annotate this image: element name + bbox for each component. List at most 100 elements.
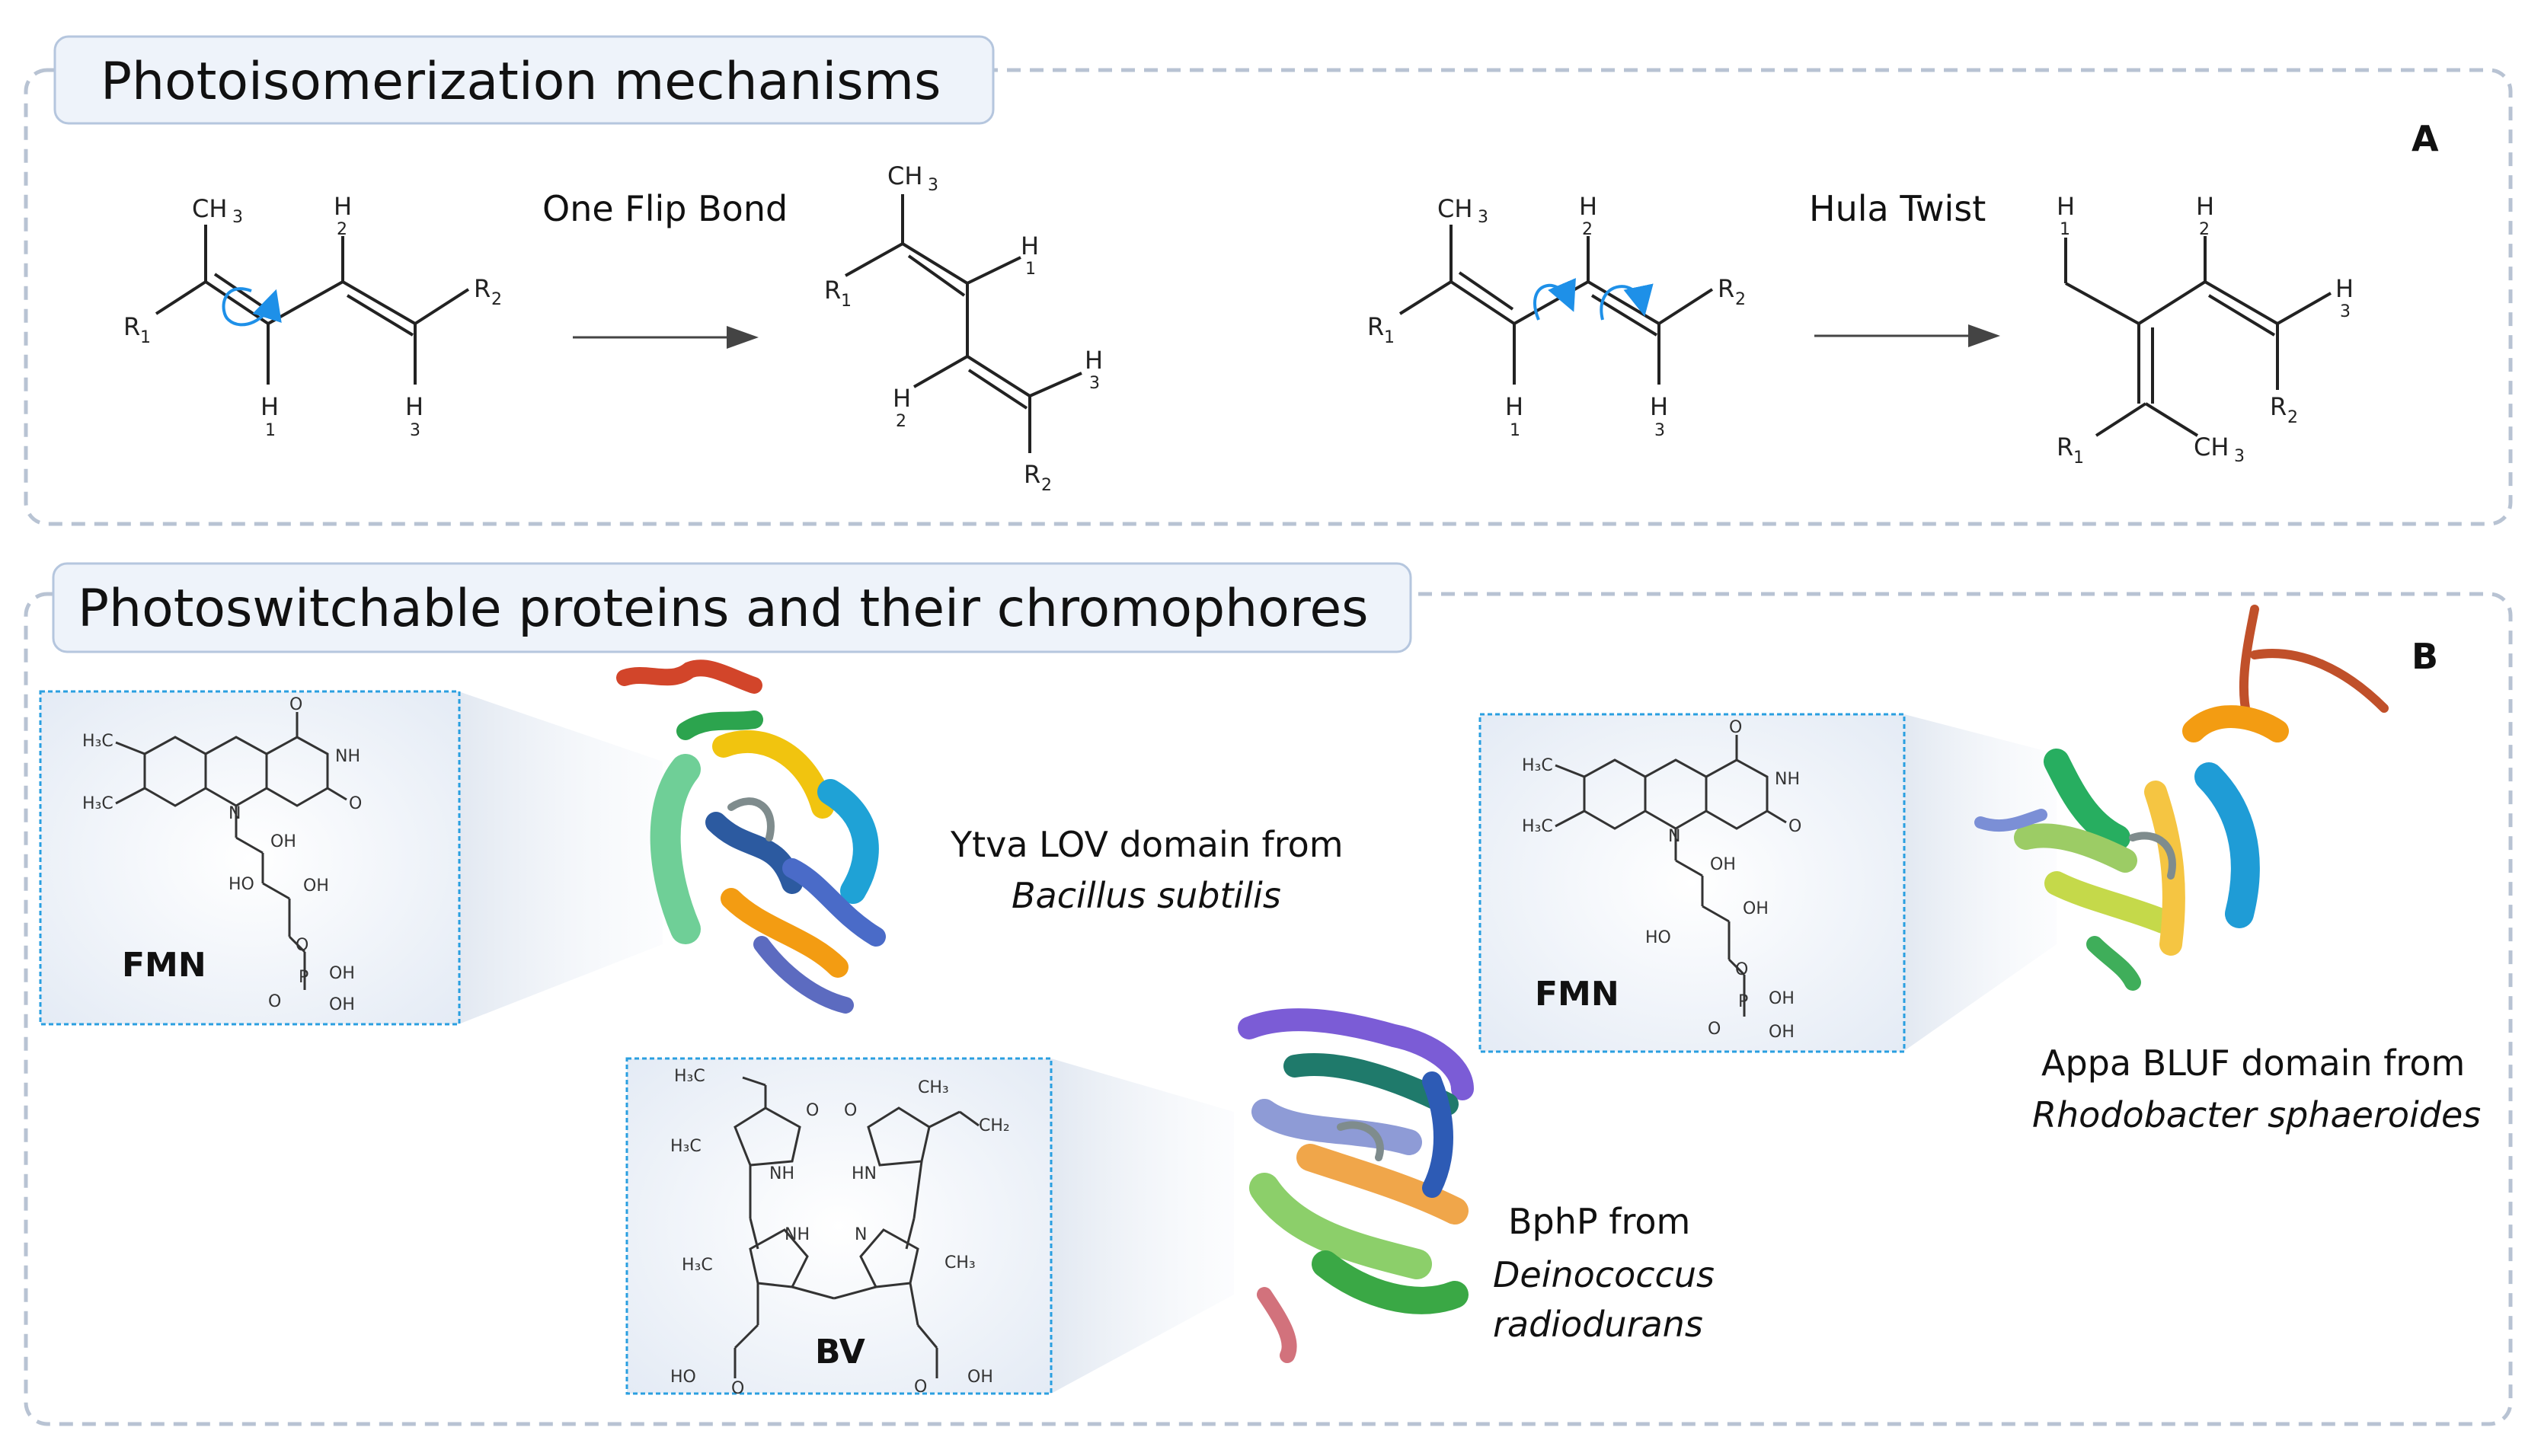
caption-appa: Appa BLUF domain from Rhodobacter sphaer… [2032,1043,2481,1135]
svg-text:NH: NH [335,747,360,766]
mechanism-label-hula-twist: Hula Twist [1809,188,1986,229]
svg-text:Bacillus subtilis: Bacillus subtilis [1012,875,1281,916]
svg-text:H₃C: H₃C [82,732,113,751]
svg-text:H₃C: H₃C [1522,817,1553,836]
svg-text:N: N [229,804,241,823]
svg-text:H: H [405,392,423,421]
svg-text:2: 2 [337,220,347,239]
svg-text:HN: HN [852,1164,877,1183]
projection-cone-bphp [1051,1058,1234,1394]
svg-text:NH: NH [785,1225,810,1244]
svg-text:1: 1 [2060,220,2070,239]
svg-text:O: O [268,992,281,1011]
molecule-onefb-product-labels: CH 3 R 1 H 1 H 2 H 3 R 2 [824,161,1103,495]
svg-text:3: 3 [410,421,420,440]
svg-text:1: 1 [1384,328,1395,347]
svg-text:H: H [1021,231,1039,260]
svg-text:2: 2 [1582,220,1593,239]
svg-text:2: 2 [491,290,502,309]
svg-text:H: H [1085,346,1103,375]
svg-text:O: O [1729,718,1742,737]
svg-text:3: 3 [1654,421,1665,440]
svg-text:1: 1 [1025,260,1036,279]
molecule-hula-product [2064,236,2332,437]
svg-text:BphP from: BphP from [1508,1201,1690,1242]
rotation-arrow-right-icon [1600,283,1654,321]
svg-text:H: H [2335,274,2354,303]
svg-text:O: O [289,695,302,714]
panel-b-title: Photoswitchable proteins and their chrom… [78,579,1369,639]
svg-text:R: R [474,274,491,303]
chromophore-box-fmn-2: H₃C H₃C O NH O N OH HO OH O P OH O OH FM… [1478,713,1906,1053]
panel-b-title-box [52,562,1412,653]
svg-text:2: 2 [896,412,906,431]
projection-cone-ytva [459,691,663,1024]
caption-bphp: BphP from Deinococcus radiodurans [1493,1201,1715,1345]
svg-text:OH: OH [329,964,355,983]
mechanism-label-one-flip: One Flip Bond [542,188,788,229]
svg-text:3: 3 [232,208,243,227]
svg-text:CH₂: CH₂ [979,1116,1010,1135]
svg-text:3: 3 [1478,208,1488,227]
svg-text:H: H [893,384,911,413]
svg-text:OH: OH [270,832,296,851]
svg-text:O: O [296,936,308,955]
svg-text:3: 3 [928,176,938,195]
svg-text:O: O [731,1379,744,1398]
svg-text:H: H [1505,392,1523,421]
svg-text:2: 2 [2199,220,2210,239]
svg-text:Deinococcus: Deinococcus [1493,1254,1715,1295]
svg-text:1: 1 [265,421,276,440]
svg-text:O: O [844,1101,857,1120]
svg-text:2: 2 [1735,290,1746,309]
molecule-hula-reactant [1398,225,1714,385]
chromophore-name-bv: BV [815,1333,865,1371]
svg-text:O: O [1735,960,1748,979]
svg-text:HO: HO [229,875,254,894]
svg-text:N: N [1668,827,1680,846]
svg-text:CH: CH [192,194,227,223]
svg-text:OH: OH [1710,855,1736,874]
svg-text:R: R [2057,433,2073,461]
svg-text:2: 2 [1041,476,1052,495]
svg-text:radiodurans: radiodurans [1493,1304,1703,1345]
svg-text:OH: OH [1769,1023,1795,1042]
svg-text:R: R [1024,460,1040,489]
svg-text:R: R [2270,392,2287,421]
svg-text:OH: OH [1769,989,1795,1008]
svg-text:CH: CH [2194,433,2229,461]
chromophore-box-fmn-1: H₃C H₃C O NH O N OH HO OH O P OH O OH FM… [39,690,461,1026]
molecule-hula-product-labels: H 1 H 2 H 3 R 2 R 1 CH 3 [2057,192,2354,468]
svg-text:H: H [260,392,279,421]
molecule-hula-reactant-labels: CH 3 R 1 H 1 H 2 H 3 R 2 [1367,192,1746,440]
rotation-arrow-icon [222,287,282,327]
svg-text:H₃C: H₃C [674,1067,705,1086]
svg-text:R: R [824,276,841,305]
panel-a-title-box [53,35,995,125]
svg-text:N: N [855,1225,867,1244]
svg-text:R: R [1718,274,1734,303]
svg-text:H₃C: H₃C [682,1256,713,1275]
svg-text:P: P [299,968,308,987]
svg-text:O: O [914,1378,927,1397]
svg-text:R: R [1367,312,1384,341]
panel-a: Photoisomerization mechanisms A CH 3 R 1… [24,35,2513,526]
chromophore-box-bv: H₃C H₃C O NH O HN CH₃ CH₂ NH N H₃C CH₃ H… [625,1057,1053,1398]
svg-text:2: 2 [2287,408,2298,427]
caption-ytva: Ytva LOV domain from Bacillus subtilis [950,824,1344,916]
svg-text:Ytva LOV domain from: Ytva LOV domain from [950,824,1344,865]
svg-text:HO: HO [1645,928,1671,947]
svg-text:O: O [1708,1020,1721,1039]
svg-text:OH: OH [303,876,329,896]
svg-text:1: 1 [2073,449,2084,468]
svg-text:1: 1 [140,328,151,347]
svg-text:CH₃: CH₃ [918,1078,949,1097]
svg-text:H: H [1650,392,1668,421]
svg-text:3: 3 [2340,302,2351,321]
svg-text:NH: NH [769,1164,794,1183]
panel-a-border [24,68,2513,526]
svg-text:3: 3 [2234,447,2245,466]
svg-text:1: 1 [1510,421,1520,440]
